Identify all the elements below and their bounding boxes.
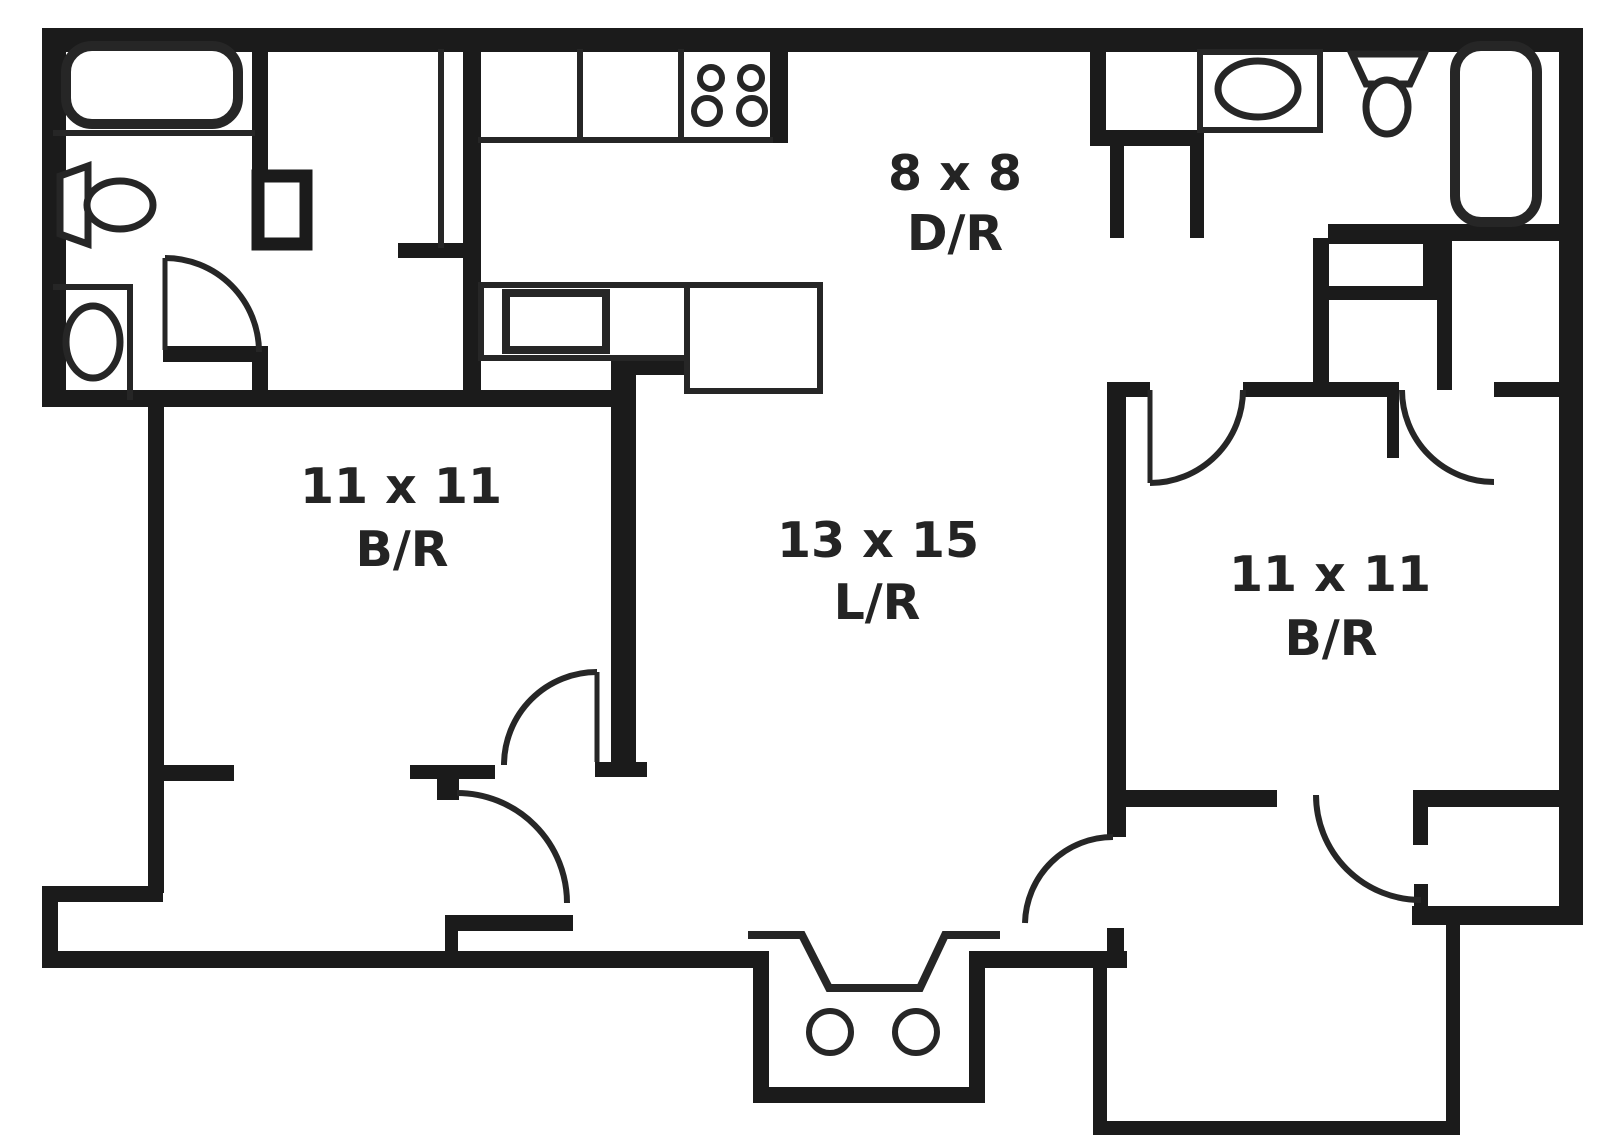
wall-living-west-top-stub bbox=[611, 360, 687, 375]
wall-bottom-b bbox=[969, 951, 1127, 968]
entry-steps bbox=[748, 931, 1000, 992]
wall-bedroom-left-west bbox=[148, 407, 164, 893]
bedroom-right-door-arc bbox=[1149, 389, 1246, 486]
wall-bedroom-right-north-a bbox=[1107, 382, 1150, 397]
bathtub-left bbox=[61, 41, 243, 129]
stove-burner-3 bbox=[691, 95, 723, 127]
stove-burner-2 bbox=[737, 64, 765, 92]
toilet-right-bowl bbox=[1362, 76, 1412, 138]
stove-burner-4 bbox=[736, 95, 768, 127]
wall-dining-east-upper bbox=[1090, 52, 1106, 143]
wall-patio-south bbox=[1412, 906, 1583, 925]
wall-bath1-east-upper bbox=[252, 52, 268, 170]
wall-living-west bbox=[611, 360, 636, 777]
vanity-right-counter bbox=[1197, 49, 1323, 133]
wall-entry-closet bbox=[445, 915, 573, 931]
wall-vestibule-right bbox=[969, 951, 985, 1103]
wall-bath1-bottom bbox=[42, 390, 634, 407]
bedroom-right-south-door-arc bbox=[1313, 794, 1422, 903]
room-labels: 8 x 8 D/R 11 x 11 B/R 13 x 15 L/R 11 x 1… bbox=[300, 145, 1431, 667]
living-room-dimensions: 13 x 15 bbox=[777, 512, 979, 569]
door-swings bbox=[162, 255, 1495, 924]
stove-burner-1 bbox=[697, 64, 725, 92]
vanity-sink-left bbox=[62, 302, 124, 382]
kitchen-peninsula-return bbox=[684, 282, 823, 394]
wall-balcony-right bbox=[1446, 923, 1460, 1135]
bedroom-right-dimensions: 11 x 11 bbox=[1229, 546, 1431, 603]
wall-entry-closet-foot bbox=[445, 931, 458, 955]
wall-kitchen-west bbox=[463, 52, 481, 407]
toilet-right-tank bbox=[1346, 50, 1430, 88]
toilet-left-tank bbox=[56, 161, 92, 249]
wall-hall-closet-stub-right bbox=[1190, 146, 1204, 238]
entry-column-1 bbox=[806, 1008, 854, 1056]
wall-hall-closet-top bbox=[1090, 130, 1204, 146]
dining-room-abbr: D/R bbox=[907, 205, 1003, 262]
wall-closet3-left bbox=[1437, 241, 1452, 390]
entry-closet-door-arc bbox=[456, 790, 570, 904]
wall-balcony-left bbox=[1093, 953, 1107, 1135]
wall-vestibule-bottom bbox=[753, 1087, 985, 1103]
wall-living-west-foot bbox=[595, 762, 647, 777]
wall-jog-bottom-left bbox=[42, 886, 163, 902]
bedroom-left-abbr: B/R bbox=[356, 521, 449, 578]
wall-kitchen-dining-divider bbox=[770, 52, 788, 143]
entry-column-2 bbox=[892, 1008, 940, 1056]
living-room-abbr: L/R bbox=[834, 574, 921, 631]
toilet-left-bowl bbox=[83, 177, 157, 233]
wall-bedroom-right-west-jamb bbox=[1107, 928, 1124, 968]
bedroom-left-dimensions: 11 x 11 bbox=[300, 458, 502, 515]
bathtub-right bbox=[1450, 41, 1542, 227]
counters-and-edges bbox=[53, 49, 1000, 992]
wall-left-lower bbox=[42, 886, 58, 968]
wall-bedroom-right-north-c bbox=[1494, 382, 1583, 397]
wall-patio-stub bbox=[1414, 884, 1428, 908]
wall-bedroom-left-south-stub bbox=[148, 765, 234, 781]
wall-closet-header bbox=[398, 243, 463, 258]
wall-bath1-door-stub bbox=[163, 346, 268, 362]
bedroom-right-closet-door-arc bbox=[1399, 389, 1495, 485]
wall-vestibule-left bbox=[753, 951, 769, 1103]
wall-bedroom-right-north-b bbox=[1243, 382, 1387, 397]
wall-closet2-top bbox=[1329, 230, 1437, 244]
wall-balcony-bottom bbox=[1093, 1121, 1460, 1135]
living-strip-door-arc bbox=[1022, 834, 1114, 924]
bedroom-right-abbr: B/R bbox=[1285, 610, 1378, 667]
wall-top bbox=[42, 28, 1583, 52]
wall-hall-stub-t bbox=[410, 765, 495, 779]
wall-hall-closet-stub-left bbox=[1110, 146, 1124, 238]
wall-closet2-bottom bbox=[1329, 286, 1437, 300]
wall-bedroom-right-west bbox=[1107, 382, 1126, 837]
bedroom-left-door-arc bbox=[501, 669, 598, 766]
wall-bedroom-right-south-stub bbox=[1413, 807, 1428, 845]
wall-bedroom-right-south-a bbox=[1107, 790, 1277, 807]
wall-bedroom-right-north-stub bbox=[1387, 382, 1399, 458]
wall-right-outer bbox=[1559, 28, 1583, 925]
wall-hall-stub-t-foot bbox=[437, 779, 459, 800]
wall-hall-east bbox=[1313, 238, 1329, 397]
kitchen-sink bbox=[502, 289, 610, 354]
wall-bottom-a bbox=[42, 951, 768, 968]
vanity-sink-right bbox=[1214, 57, 1302, 121]
wall-bedroom-right-south-b bbox=[1413, 790, 1583, 807]
fixtures bbox=[56, 41, 1542, 1056]
bath1-door-jamb-box bbox=[251, 169, 313, 251]
bath1-door-arc bbox=[164, 255, 262, 353]
dining-room-dimensions: 8 x 8 bbox=[888, 145, 1022, 202]
